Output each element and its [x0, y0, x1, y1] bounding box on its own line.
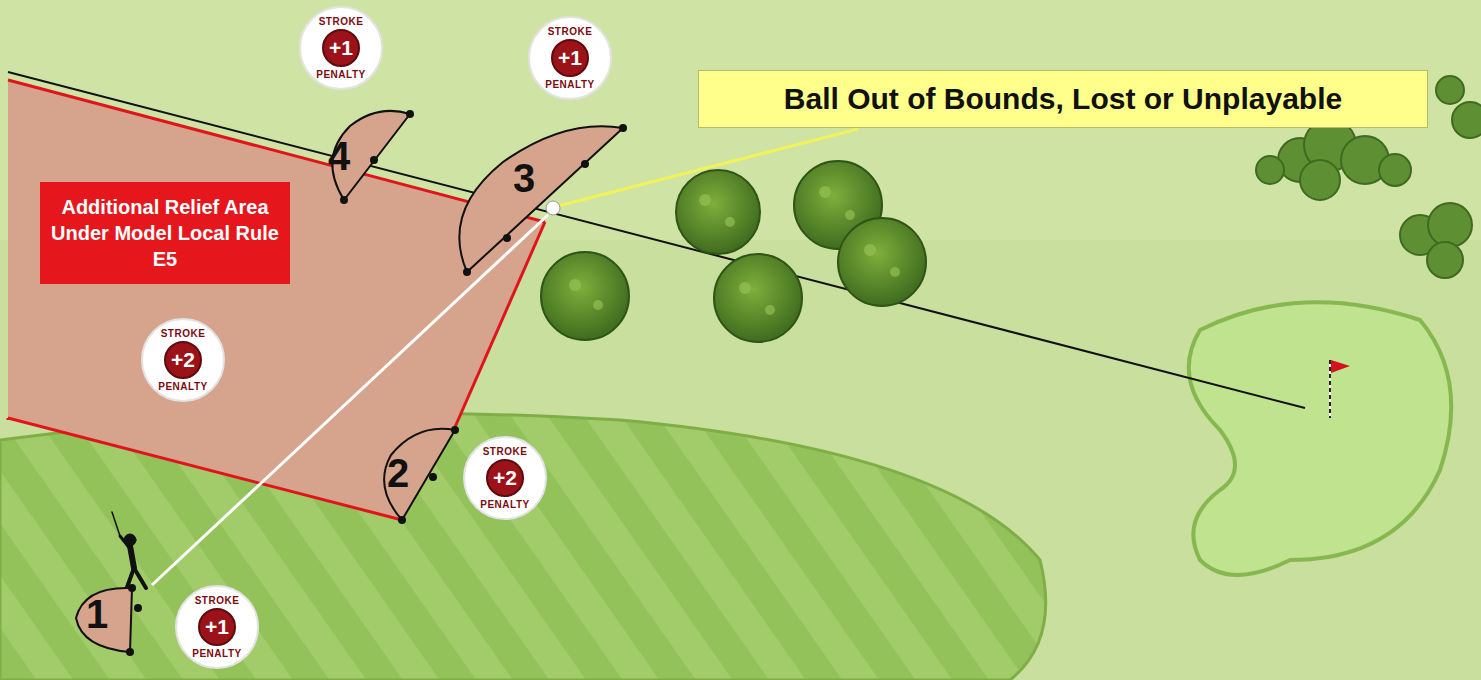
penalty-value: +2 [164, 341, 202, 379]
penalty-word: PENALTY [316, 69, 365, 80]
stroke-penalty-badge: STROKE +2PENALTY [463, 436, 547, 520]
callout-text: Ball Out of Bounds, Lost or Unplayable [784, 82, 1342, 116]
stroke-word: STROKE [483, 446, 528, 457]
callout-box: Ball Out of Bounds, Lost or Unplayable [698, 70, 1428, 128]
stroke-penalty-badge: STROKE +1PENALTY [175, 585, 259, 669]
penalty-word: PENALTY [158, 381, 207, 392]
callout-number: 2 [387, 453, 409, 493]
stroke-word: STROKE [161, 328, 206, 339]
penalty-word: PENALTY [545, 79, 594, 90]
stroke-penalty-badge: STROKE +1PENALTY [299, 6, 383, 90]
relief-area-outline [373, 425, 463, 525]
penalty-value: +1 [198, 608, 236, 646]
penalty-value: +1 [551, 39, 589, 77]
penalty-word: PENALTY [192, 648, 241, 659]
relief-area-outline [455, 120, 630, 280]
callout-number: 1 [86, 594, 108, 634]
relief-area: 3 [455, 120, 630, 280]
relief-area-outline [70, 582, 150, 658]
callout-number: 3 [513, 158, 535, 198]
relief-area: 1 [70, 582, 150, 658]
relief-area: 2 [373, 425, 463, 525]
stroke-word: STROKE [195, 595, 240, 606]
stroke-word: STROKE [319, 16, 364, 27]
stroke-penalty-badge: STROKE +2PENALTY [141, 318, 225, 402]
callout-number: 4 [328, 136, 350, 176]
stroke-word: STROKE [548, 26, 593, 37]
relief-area: 4 [322, 108, 422, 206]
penalty-word: PENALTY [480, 499, 529, 510]
penalty-value: +1 [322, 29, 360, 67]
note-box: Additional Relief Area Under Model Local… [40, 182, 290, 284]
stroke-penalty-badge: STROKE +1PENALTY [528, 16, 612, 100]
penalty-value: +2 [486, 459, 524, 497]
note-text: Additional Relief Area Under Model Local… [50, 194, 280, 272]
